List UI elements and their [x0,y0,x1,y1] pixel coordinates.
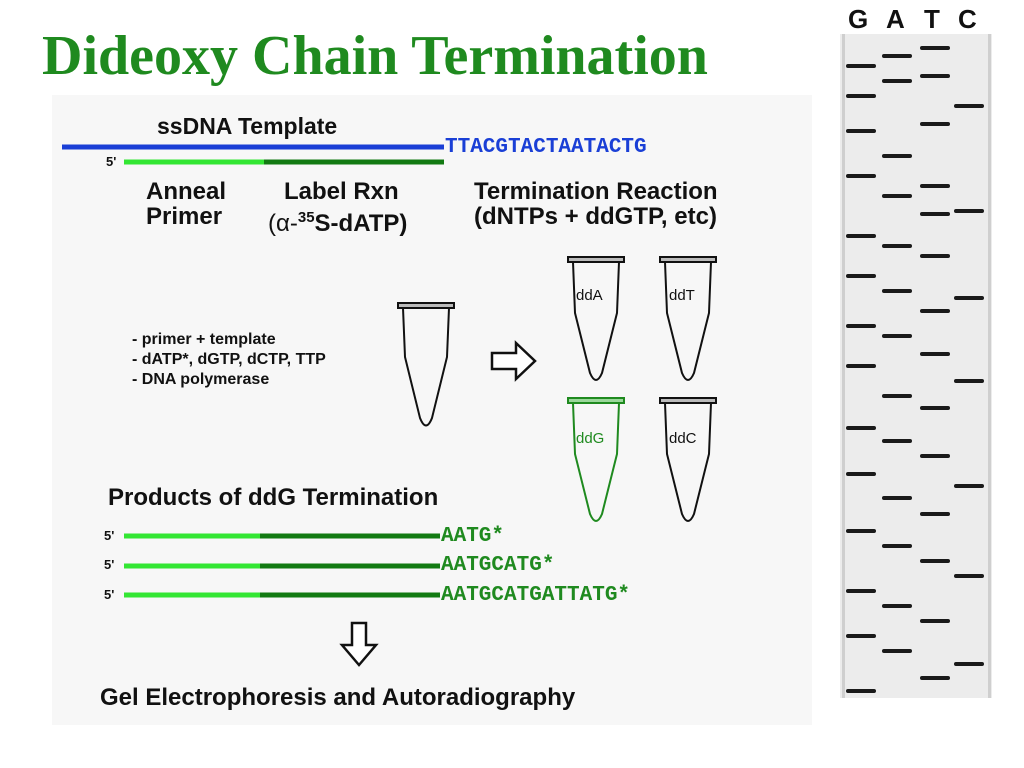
gel-band [846,589,876,593]
gel-band [954,379,984,383]
mix-item: - DNA polymerase [132,371,270,388]
gel-band [846,324,876,328]
gel-band [954,484,984,488]
anneal-label-2: Primer [146,203,223,230]
gel-band [846,529,876,533]
gel-band [920,619,950,623]
gel-band [920,254,950,258]
gel-band [920,512,950,516]
template-label: ssDNA Template [157,113,338,139]
gel-band [846,129,876,133]
gel-band [954,209,984,213]
gel-band [920,676,950,680]
gel-band [882,154,912,158]
anneal-label-1: Anneal [146,178,227,205]
gel-lane-label-a: A [886,4,905,34]
gel-band [882,194,912,198]
gel-band [846,234,876,238]
gel-bands [840,34,992,698]
gel-band [920,454,950,458]
gel-band [882,54,912,58]
gel-band [846,689,876,693]
tube-label-ddc: ddC [669,430,697,447]
diagram-panel: ssDNA Template TTACGTACTAATACTG 5' Annea… [52,95,812,725]
gel-band [920,184,950,188]
tube-label-ddt: ddT [669,287,695,304]
gel-band [846,274,876,278]
label-rxn-prefix: (α- [268,210,298,237]
product-five-prime: 5' [104,587,115,602]
slide-title: Dideoxy Chain Termination [42,25,708,87]
termination-label-2: (dNTPs + ddGTP, etc) [474,203,717,230]
gel-band [882,649,912,653]
tube-dda-icon [567,256,625,381]
gel-band [920,46,950,50]
product-sequence: AATG* [441,525,505,548]
termination-label-1: Termination Reaction [474,178,718,205]
gel-band [846,64,876,68]
gel-lane-label-g: G [848,4,869,34]
gel-band [954,104,984,108]
arrow-right-icon [490,340,537,382]
gel-band [920,74,950,78]
gel-band [846,472,876,476]
mix-item: - dATP*, dGTP, dCTP, TTP [132,351,326,368]
gel-band [882,604,912,608]
gel-band [920,352,950,356]
product-sequence: AATGCATGATTATG* [441,584,631,607]
gel-band [846,426,876,430]
reaction-tubes [567,256,717,522]
gel-band [882,244,912,248]
products-heading: Products of ddG Termination [108,484,439,511]
label-rxn-sup: 35 [297,209,315,226]
mix-tube-icon [397,302,455,427]
gel-band [954,296,984,300]
gel-band [920,559,950,563]
product-five-prime: 5' [104,528,115,543]
gel-band [882,289,912,293]
tube-ddt-icon [659,256,717,381]
gel-band [882,439,912,443]
gel-band [954,574,984,578]
strand-lines [62,144,537,667]
tube-label-dda: ddA [576,287,603,304]
gel-band [882,394,912,398]
gel-band [846,94,876,98]
gel-band [882,334,912,338]
gel-band [882,544,912,548]
gel-band [920,212,950,216]
label-rxn-2: (α-35S-dATP) [268,210,407,236]
gel-band [846,634,876,638]
gel-band [954,662,984,666]
tube-ddc-icon [659,397,717,522]
gel-band [882,496,912,500]
gel-band [920,122,950,126]
label-rxn-1: Label Rxn [284,178,399,205]
tube-label-ddg: ddG [576,430,605,447]
product-sequence: AATGCATG* [441,554,555,577]
gel-band [846,174,876,178]
gel-band [920,309,950,313]
tube-ddg-icon [567,397,625,522]
label-rxn-suffix: S-dATP) [314,210,408,237]
gel-lane-label-c: C [958,4,977,34]
gel-lane-label-t: T [924,4,940,34]
template-five-prime: 5' [106,154,117,169]
gel-image: G A T C [836,0,1024,705]
final-step-label: Gel Electrophoresis and Autoradiography [100,684,576,711]
gel-band [846,364,876,368]
gel-band [920,406,950,410]
template-sequence: TTACGTACTAATACTG [445,136,647,159]
mix-item: - primer + template [132,331,276,348]
gel-band [882,79,912,83]
arrow-down-icon [339,621,379,667]
product-five-prime: 5' [104,557,115,572]
